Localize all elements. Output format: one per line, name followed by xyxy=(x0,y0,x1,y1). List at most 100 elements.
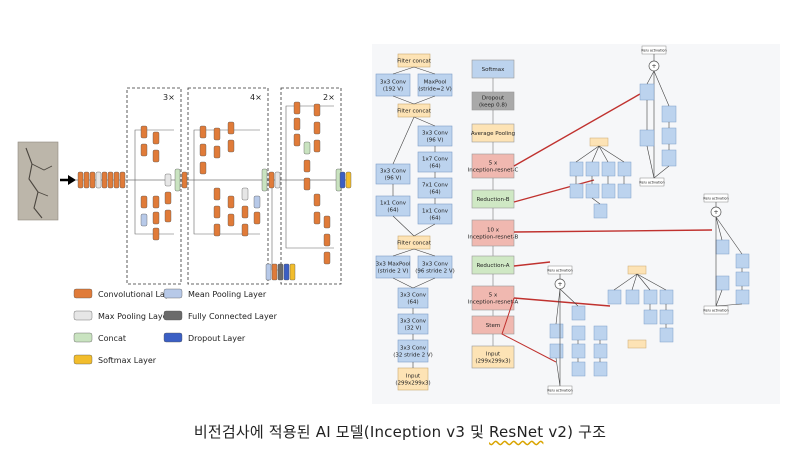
block2-branch-conv xyxy=(213,127,221,141)
aux-layer xyxy=(283,263,290,281)
stem-link xyxy=(501,297,557,363)
block3-branch-conv xyxy=(313,103,321,117)
module-ra-conv xyxy=(659,289,674,305)
block2-branch-conv xyxy=(213,205,221,219)
repeat-block xyxy=(126,87,182,285)
iv3-maxpool-label: (stride 2 V) xyxy=(378,269,409,275)
module-a-connector xyxy=(555,274,601,387)
module-ra-conv xyxy=(643,309,658,325)
block3-branch-conv xyxy=(313,211,321,225)
block2-branch-conv xyxy=(213,187,221,201)
module-rb-conv xyxy=(569,183,584,199)
branch-connector xyxy=(134,129,174,235)
legend-label: Concat xyxy=(98,334,126,343)
module-rb-concat xyxy=(589,137,609,147)
module-a-conv xyxy=(549,343,564,359)
relu-activation-label: Relu activation xyxy=(641,49,666,53)
caption-suffix: v2) 구조 xyxy=(543,423,607,441)
crack-line xyxy=(25,147,43,219)
iv3-conv-label: (32 V) xyxy=(405,326,422,332)
block3-branch-conv xyxy=(293,133,301,147)
resnet-stage-label: (299x299x3) xyxy=(475,359,510,365)
iv3-conv-label: 3x3 Conv xyxy=(400,319,427,325)
aux-layer xyxy=(265,263,272,281)
transition-layer xyxy=(181,171,188,189)
resnet-stage-label: Reduction-B xyxy=(476,197,509,203)
module-rb-conv xyxy=(593,203,608,219)
legend-swatch xyxy=(163,310,183,321)
module-rb-conv xyxy=(601,161,616,177)
module-b-conv xyxy=(735,253,750,269)
module-c-conv xyxy=(661,127,677,145)
block2-branch xyxy=(241,205,249,219)
resnet-stage-label: 5 x xyxy=(489,293,498,299)
crack-branch xyxy=(31,163,53,197)
repeat-block xyxy=(187,87,269,285)
repeat-label: 4× xyxy=(250,93,262,102)
iv3-input-label: (299x299x3) xyxy=(395,381,430,387)
module-c-conv xyxy=(661,149,677,167)
module-a-conv xyxy=(571,361,586,377)
residual-add-plus: + xyxy=(557,281,562,288)
branch-connector xyxy=(193,129,260,235)
module-rb-conv xyxy=(601,183,616,199)
figure-caption: 비전검사에 적용된 AI 모델(Inception v3 및 ResNet v2… xyxy=(0,421,800,442)
module-a-conv xyxy=(549,323,564,339)
legend-swatch xyxy=(73,332,93,343)
module-a-conv xyxy=(571,343,586,359)
module-b-conv xyxy=(735,289,750,305)
block3-branch xyxy=(303,159,311,173)
module-rb-connector xyxy=(575,145,625,205)
module-a-conv xyxy=(571,305,586,321)
legend-label: Mean Pooling Layer xyxy=(188,290,267,299)
iv3-conv-label: (32 stride 2 V) xyxy=(393,353,432,359)
iv3-conv-label: (96 V) xyxy=(427,138,444,144)
block1-branch-pool xyxy=(140,195,148,209)
relu-activation-label: Relu activation xyxy=(547,389,572,393)
aux-layer xyxy=(277,263,284,281)
reduction-b-link xyxy=(513,179,595,203)
iv3-conv-label: 1x7 Conv xyxy=(422,157,449,163)
block2-branch-conv xyxy=(227,213,235,227)
module-ra-concat xyxy=(627,265,647,275)
stem-layer xyxy=(113,171,120,189)
block3-branch-conv xyxy=(293,101,301,115)
resnet-stage-label: Inception-resnet-C xyxy=(468,168,519,174)
block1-branch-conv xyxy=(140,125,148,139)
module-c-conv xyxy=(639,83,655,101)
iv3-filter-concat-label: Filter concat xyxy=(397,59,432,65)
iv3-conv-label: (64) xyxy=(429,190,440,196)
iv3-conv-label: 3x3 Conv xyxy=(422,262,449,268)
block1-branch xyxy=(164,173,172,187)
transition-layer xyxy=(274,171,281,189)
iv3-conv-label: 3x3 Conv xyxy=(422,131,449,137)
resnet-stage xyxy=(471,219,515,247)
caption-prefix: 비전검사에 적용된 AI 모델(Inception v3 및 xyxy=(193,423,490,441)
crack-image xyxy=(17,141,59,221)
module-ra-conv xyxy=(643,289,658,305)
module-a-conv xyxy=(571,325,586,341)
legend-label: Max Pooling Layer xyxy=(98,312,172,321)
block2-branch-conv xyxy=(227,195,235,209)
iv3-connector xyxy=(392,248,436,368)
iv3-conv-label: (96 V) xyxy=(385,176,402,182)
module-rb-conv xyxy=(617,161,632,177)
stem-layer xyxy=(83,171,90,189)
block3-branch xyxy=(303,177,311,191)
iv3-filter-concat-label: Filter concat xyxy=(397,241,432,247)
iv3-conv-label: 3x3 Conv xyxy=(400,293,427,299)
module-b-conv xyxy=(715,239,730,255)
legend-label: Softmax Layer xyxy=(98,356,157,365)
block3-branch-conv xyxy=(323,215,331,229)
iv3-connector xyxy=(392,66,436,105)
block1-branch-conv xyxy=(152,195,160,209)
resnet-stage-label: (keep 0.8) xyxy=(479,103,507,109)
module-ra-connector xyxy=(613,273,667,328)
iv3-conv-label: 3x3 Conv xyxy=(400,346,427,352)
module-b-conv xyxy=(735,271,750,287)
block2-branch-pool xyxy=(253,195,261,209)
block3-branch xyxy=(303,141,311,155)
residual-add-plus: + xyxy=(651,63,656,70)
iv3-maxpool-label: (stride=2 V) xyxy=(418,87,452,93)
